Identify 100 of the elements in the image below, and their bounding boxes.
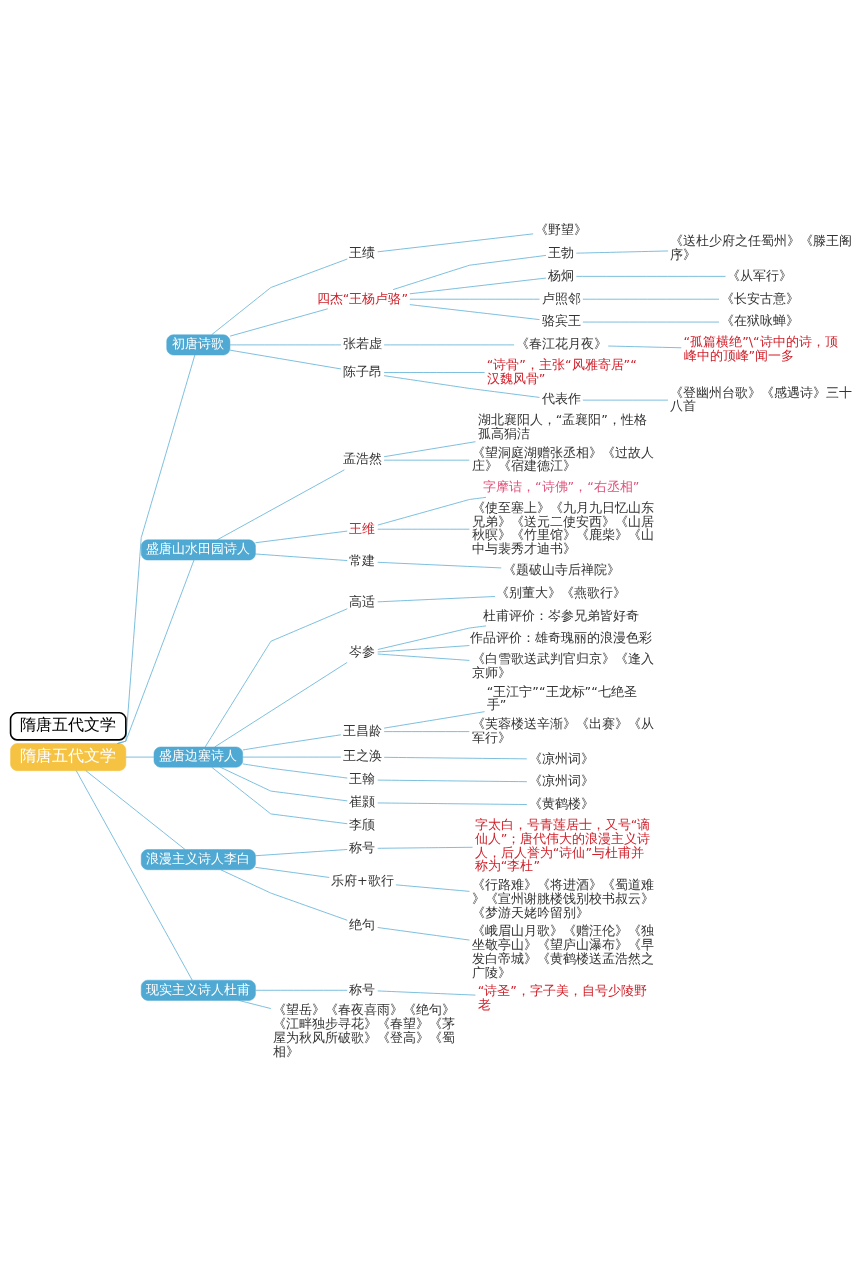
- connector: [383, 730, 470, 732]
- connector: [377, 926, 470, 940]
- node-text: 王昌龄: [342, 722, 382, 738]
- connector: [383, 756, 528, 759]
- node-text: 张若虚: [342, 335, 382, 351]
- node-text: 王翰: [349, 770, 376, 786]
- connector: [377, 779, 528, 782]
- node-text: 称号: [349, 981, 376, 997]
- node-text: 称号: [349, 839, 376, 855]
- node-text: 乐府+歌行: [331, 872, 394, 888]
- connector: [576, 275, 726, 277]
- connector: [409, 277, 547, 294]
- connector: [255, 848, 348, 856]
- node-text: “孤篇横绝”\“诗中的诗，顶峰中的顶峰”闻一多: [683, 333, 838, 363]
- node-text: 字摩诘，“诗佛”，“右丞相”: [482, 478, 640, 494]
- connector: [377, 653, 470, 661]
- node-box: 浪漫主义诗人李白: [140, 848, 256, 870]
- connector: [117, 354, 196, 744]
- node-text: 《长安古意》: [720, 290, 799, 305]
- node-text: 《别董大》《燕歌行》: [496, 584, 627, 600]
- connector: [383, 710, 485, 728]
- connector: [255, 553, 348, 561]
- node-text: 杜甫评价：岑参兄弟皆好奇: [483, 607, 640, 623]
- connector: [607, 345, 682, 348]
- node-text: 《黄鹤楼》: [528, 795, 594, 811]
- node-text: 卢照邻: [541, 290, 581, 305]
- node-text: 绝句: [349, 916, 376, 932]
- connector: [220, 868, 348, 921]
- node-text: 骆宾王: [541, 312, 581, 328]
- node-label: 隋唐五代文学: [20, 714, 117, 734]
- node-text: 高适: [349, 593, 376, 609]
- connector: [204, 607, 348, 747]
- node-box: 初唐诗歌: [166, 334, 231, 355]
- node-box: 现实主义诗人杜甫: [140, 979, 256, 1001]
- node-box: 盛唐山水田园诗人: [140, 539, 256, 560]
- connector: [377, 528, 470, 530]
- node-text: 《使至塞上》《九月九日忆山东兄弟》《送元二使安西》《山居秋暝》《竹里馆》《鹿柴》《山中与裴秀才迪书》: [471, 499, 654, 556]
- connector: [255, 989, 348, 991]
- node-text: 岑参: [349, 643, 376, 659]
- connector: [377, 625, 487, 650]
- node-text: 《峨眉山月歌》《赠汪伦》《独坐敬亭山》《望庐山瀑布》《早发白帝城》《黄鹤楼送孟浩然之广陵》: [471, 922, 654, 980]
- node-text: 王勃: [548, 244, 575, 260]
- node-text: 《送杜少府之任蜀州》《滕王阁序》: [670, 232, 853, 262]
- connector: [377, 561, 502, 568]
- connector: [576, 250, 669, 254]
- connector: [229, 344, 342, 345]
- connector: [409, 303, 540, 320]
- connector: [211, 258, 348, 335]
- connector: [582, 298, 720, 300]
- node-text: 四杰“王杨卢骆”: [316, 290, 409, 305]
- node-text: 字太白，号青莲居士，又号“谪仙人”；唐代伟大的浪漫主义诗人，后人誉为“诗仙”与杜甫并称为“李杜”: [474, 816, 651, 873]
- node-text: 《野望》: [535, 221, 588, 237]
- connector: [395, 883, 470, 892]
- connector: [383, 371, 485, 373]
- node-text: 李颀: [349, 816, 376, 832]
- node-text: 《登幽州台歌》《感遇诗》三十八首: [670, 384, 853, 413]
- node-text: 杨炯: [548, 267, 575, 283]
- node-text: “王江宁”“王龙标”“七绝圣手”: [486, 683, 637, 712]
- node-text: 《望洞庭湖赠张丞相》《过故人庄》《宿建德江》: [471, 444, 654, 473]
- node-box: 盛唐边塞诗人: [153, 746, 243, 767]
- connector: [255, 530, 348, 543]
- connector: [383, 440, 476, 457]
- node-text: 《从军行》: [727, 267, 793, 283]
- node-text: 崔颢: [349, 793, 376, 809]
- connector: [242, 763, 348, 778]
- node-text: 《春江花月夜》: [515, 335, 607, 351]
- node-text: 《白雪歌送武判官归京》《逢入京师》: [471, 650, 654, 680]
- node-text: 常建: [349, 552, 376, 568]
- connector: [377, 644, 470, 652]
- connector: [377, 595, 496, 602]
- node-text: 《凉州词》: [528, 772, 594, 788]
- node-text: 《芙蓉楼送辛渐》《出赛》《从军行》: [471, 715, 654, 745]
- connector: [409, 298, 540, 300]
- node-text: 《行路难》《将进酒》《蜀道难》《宣州谢朓楼饯别校书叔云》《梦游天姥吟留别》: [471, 876, 654, 920]
- connector: [125, 756, 155, 757]
- connector: [377, 802, 528, 805]
- label: 隋唐五代文学: [20, 745, 117, 765]
- node-text: 孟浩然: [342, 450, 382, 466]
- node-text: 《凉州词》: [528, 750, 594, 766]
- node-text: 王之涣: [342, 747, 382, 763]
- connector: [219, 766, 348, 801]
- connector: [85, 769, 186, 850]
- node-text: “诗骨”，主张“风雅寄居”“汉魏风骨”: [486, 356, 637, 386]
- connector: [377, 233, 534, 252]
- connector: [242, 756, 342, 757]
- connector: [229, 307, 329, 336]
- node-text: 作品评价：雄奇瑰丽的浪漫色彩: [470, 629, 653, 645]
- connector: [383, 374, 540, 398]
- node-box: [10, 742, 127, 771]
- connector: [117, 559, 195, 744]
- node-text: 王绩: [349, 244, 376, 260]
- connector: [229, 349, 342, 369]
- node-text: 代表作: [541, 390, 581, 406]
- connector: [214, 661, 348, 747]
- node-text: 《题破山寺后禅院》: [502, 561, 620, 577]
- connector: [242, 733, 342, 750]
- connector: [377, 846, 473, 849]
- node-text: 《在狱咏蝉》: [720, 312, 799, 328]
- connector: [211, 766, 348, 824]
- node-text: 湖北襄阳人，“孟襄阳”，性格孤高狷洁: [477, 411, 647, 441]
